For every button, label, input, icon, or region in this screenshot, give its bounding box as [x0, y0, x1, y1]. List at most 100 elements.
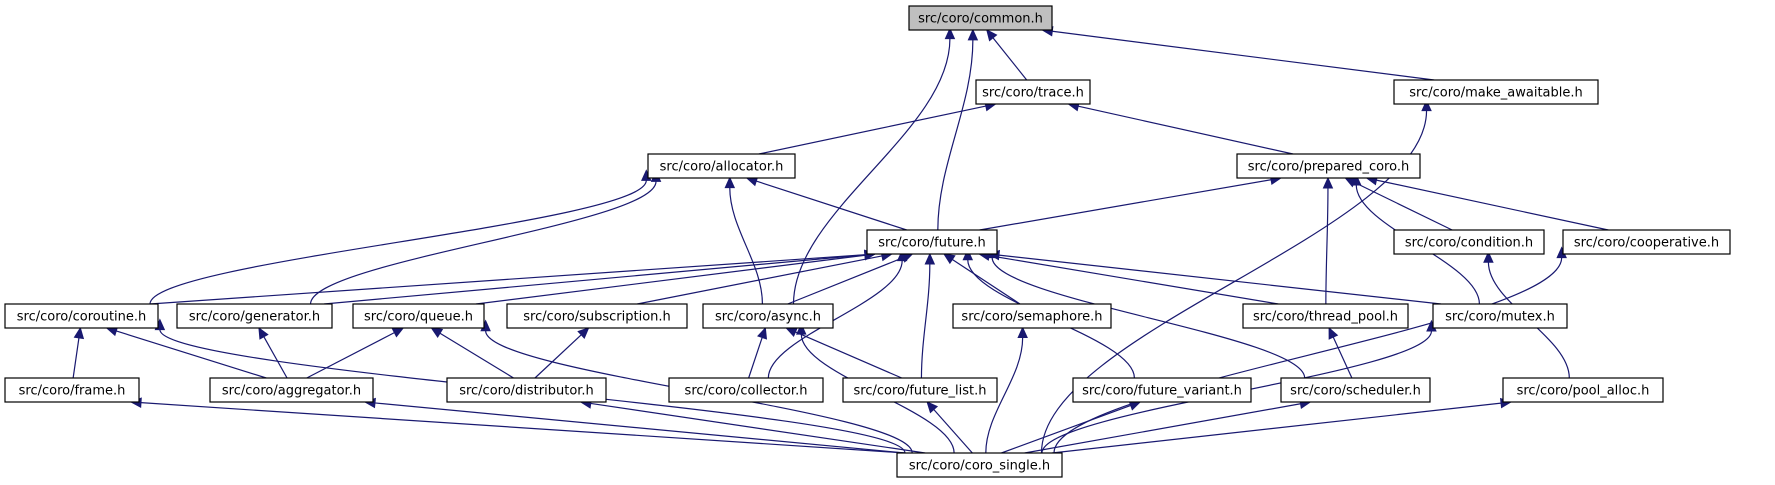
- edge-generator-to-allocator: [309, 170, 662, 305]
- edge-trace-to-common: [986, 29, 1028, 81]
- node-aggregator[interactable]: src/coro/aggregator.h: [209, 377, 374, 403]
- arrowhead: [1328, 326, 1339, 340]
- node-make-awaitable[interactable]: src/coro/make_awaitable.h: [1393, 79, 1599, 105]
- node-label: src/coro/async.h: [715, 310, 821, 325]
- node-future[interactable]: src/coro/future.h: [866, 229, 998, 255]
- node-box: [1072, 377, 1252, 403]
- edge-line: [992, 37, 1028, 81]
- edge-line: [979, 179, 1272, 231]
- edge-aggregator-to-queue: [306, 327, 405, 379]
- edge-aggregator-to-coroutine: [105, 326, 267, 379]
- node-pool-alloc[interactable]: src/coro/pool_alloc.h: [1502, 377, 1664, 403]
- node-common[interactable]: src/coro/common.h: [908, 5, 1053, 31]
- node-box: [446, 377, 607, 403]
- node-label: src/coro/future_list.h: [853, 384, 986, 399]
- node-distributor[interactable]: src/coro/distributor.h: [446, 377, 607, 403]
- edge-thread_pool-to-future: [978, 250, 1279, 305]
- node-mutex[interactable]: src/coro/mutex.h: [1432, 303, 1568, 329]
- node-async[interactable]: src/coro/async.h: [702, 303, 834, 329]
- edge-line: [988, 255, 1279, 305]
- node-box: [4, 377, 140, 403]
- edge-line: [985, 337, 1024, 454]
- node-label: src/coro/semaphore.h: [961, 310, 1102, 325]
- node-future-list[interactable]: src/coro/future_list.h: [842, 377, 998, 403]
- edge-frame-to-coroutine: [72, 326, 85, 379]
- edge-line: [534, 334, 582, 379]
- edge-line: [374, 402, 906, 454]
- edge-line: [991, 257, 1306, 379]
- node-frame[interactable]: src/coro/frame.h: [4, 377, 140, 403]
- node-box: [647, 153, 796, 179]
- edge-line: [637, 255, 883, 305]
- edge-async-to-allocator: [724, 176, 764, 305]
- arrowhead: [942, 253, 956, 265]
- node-condition[interactable]: src/coro/condition.h: [1393, 229, 1545, 255]
- edge-future_list-to-future: [920, 252, 936, 379]
- edge-line: [149, 254, 866, 305]
- node-semaphore[interactable]: src/coro/semaphore.h: [952, 303, 1112, 329]
- node-label: src/coro/allocator.h: [660, 160, 784, 175]
- node-allocator[interactable]: src/coro/allocator.h: [647, 153, 796, 179]
- edge-line: [475, 254, 866, 305]
- edge-coro_single-to-scheduler: [1024, 398, 1312, 454]
- node-generator[interactable]: src/coro/generator.h: [176, 303, 333, 329]
- node-coroutine[interactable]: src/coro/coroutine.h: [4, 303, 159, 329]
- node-cooperative[interactable]: src/coro/cooperative.h: [1562, 229, 1731, 255]
- node-box: [1236, 153, 1421, 179]
- edge-prepared_coro-to-trace: [1067, 101, 1294, 155]
- node-subscription[interactable]: src/coro/subscription.h: [506, 303, 688, 329]
- node-thread-pool[interactable]: src/coro/thread_pool.h: [1242, 303, 1409, 329]
- edge-coro_single-to-future_list: [926, 401, 973, 454]
- edge-line: [795, 331, 902, 379]
- node-box: [702, 303, 834, 329]
- node-collector[interactable]: src/coro/collector.h: [668, 377, 824, 403]
- edge-coro_single-to-semaphore: [985, 326, 1028, 454]
- node-trace[interactable]: src/coro/trace.h: [975, 79, 1091, 105]
- node-box: [842, 377, 998, 403]
- arrowhead: [724, 176, 736, 189]
- edge-distributor-to-queue: [430, 327, 514, 379]
- node-label: src/coro/mutex.h: [1445, 310, 1555, 325]
- edge-line: [937, 39, 974, 231]
- node-label: src/coro/pool_alloc.h: [1517, 384, 1650, 399]
- node-box: [1242, 303, 1409, 329]
- arrowhead: [986, 29, 998, 42]
- edge-coro_single-to-aggregator: [363, 397, 906, 454]
- edge-line: [1024, 403, 1301, 454]
- edge-line: [1078, 105, 1294, 155]
- edge-line: [952, 258, 1021, 305]
- arrowhead: [944, 27, 956, 40]
- arrowhead: [1017, 326, 1028, 339]
- arrowhead: [577, 327, 590, 340]
- edge-line: [1001, 404, 1131, 454]
- edge-line: [756, 180, 907, 231]
- node-box: [1432, 303, 1568, 329]
- node-future-variant[interactable]: src/coro/future_variant.h: [1072, 377, 1252, 403]
- node-coro-single[interactable]: src/coro/coro_single.h: [896, 452, 1063, 478]
- node-box: [1393, 79, 1599, 105]
- arrowhead: [896, 249, 908, 262]
- arrowhead: [962, 248, 974, 261]
- edge-make_awaitable-to-common: [1041, 26, 1435, 81]
- arrowhead: [1350, 173, 1362, 186]
- node-box: [1562, 229, 1731, 255]
- edge-line: [748, 337, 763, 379]
- node-label: src/coro/cooperative.h: [1574, 236, 1719, 251]
- node-label: src/coro/scheduler.h: [1290, 384, 1421, 399]
- edge-line: [439, 332, 514, 379]
- edge-line: [309, 181, 657, 305]
- node-box: [908, 5, 1053, 31]
- arrowhead: [757, 326, 768, 340]
- edge-line: [792, 38, 951, 305]
- edge-line: [1376, 179, 1609, 231]
- node-layer: src/coro/common.h src/coro/trace.h src/cor…: [4, 5, 1731, 478]
- edge-line: [758, 105, 986, 155]
- node-scheduler[interactable]: src/coro/scheduler.h: [1280, 377, 1431, 403]
- node-queue[interactable]: src/coro/queue.h: [352, 303, 485, 329]
- edge-line: [140, 402, 906, 454]
- node-label: src/coro/generator.h: [189, 310, 320, 325]
- node-box: [866, 229, 998, 255]
- node-box: [1502, 377, 1664, 403]
- node-box: [1393, 229, 1545, 255]
- node-prepared-coro[interactable]: src/coro/prepared_coro.h: [1236, 153, 1421, 179]
